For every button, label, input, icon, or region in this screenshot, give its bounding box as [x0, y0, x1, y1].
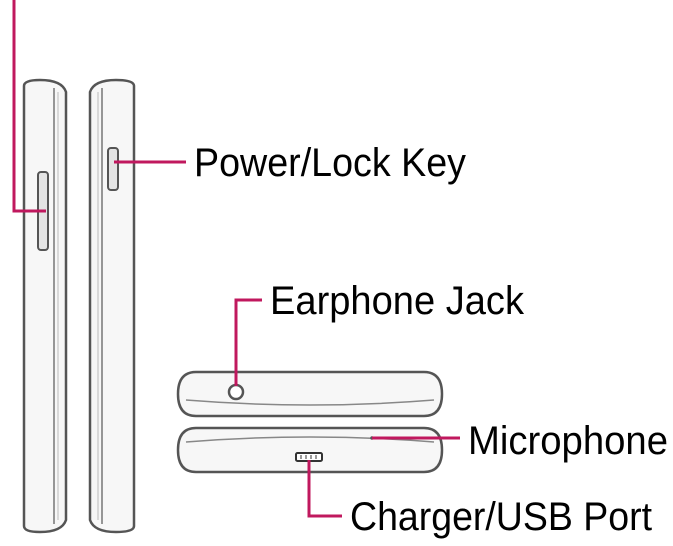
microphone-label: Microphone — [468, 419, 668, 463]
left-side-body — [22, 78, 68, 534]
charger-usb-port-label: Charger/USB Port — [350, 495, 652, 539]
bottom-view-seam — [185, 436, 435, 443]
phone-left-side-view — [22, 78, 68, 534]
earphone-jack-hole — [227, 383, 245, 401]
volume-key-callout-line — [12, 0, 46, 213]
usb-port-pins — [300, 455, 317, 459]
right-side-body — [88, 78, 136, 534]
power-lock-key-label: Power/Lock Key — [194, 141, 466, 185]
phone-top-view — [176, 370, 444, 418]
charger-usb-port-opening — [295, 452, 323, 462]
power-lock-key — [107, 147, 119, 191]
phone-right-side-view — [88, 78, 136, 534]
earphone-jack-callout-line — [234, 298, 262, 386]
charger-usb-port-callout-line — [307, 460, 342, 518]
earphone-jack-label: Earphone Jack — [270, 279, 525, 323]
top-view-seam — [185, 399, 435, 406]
callout-lines — [12, 0, 460, 518]
top-view-body — [176, 370, 444, 418]
